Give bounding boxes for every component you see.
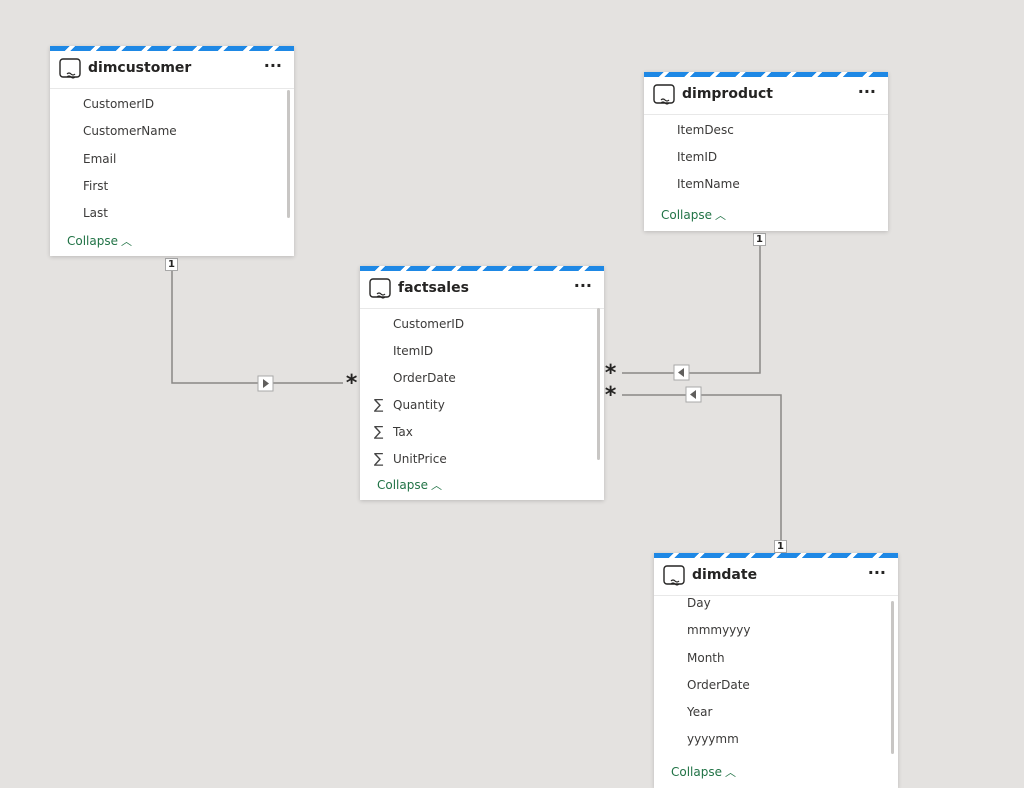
cardinality-one-badge: 1 xyxy=(774,540,787,553)
filter-direction-arrow-icon xyxy=(673,364,690,381)
collapse-label: Collapse xyxy=(377,478,428,492)
scrollbar[interactable] xyxy=(597,308,600,460)
cardinality-many-marker: * xyxy=(345,371,359,396)
collapse-label: Collapse xyxy=(671,765,722,779)
relationship-line-product-sales xyxy=(622,245,761,374)
field-item[interactable]: Last xyxy=(83,206,108,220)
card-header[interactable]: dimproduct ··· xyxy=(644,77,888,115)
chevron-up-icon: ︿ xyxy=(725,766,736,779)
collapse-label: Collapse xyxy=(67,234,118,248)
card-header[interactable]: dimcustomer ··· xyxy=(50,51,294,89)
field-item[interactable]: ItemID xyxy=(677,150,718,164)
collapse-button[interactable]: Collapse︿ xyxy=(67,233,132,249)
card-header-stripe xyxy=(654,553,898,558)
cardinality-one-badge: 1 xyxy=(165,258,178,271)
field-item[interactable]: ItemDesc xyxy=(677,123,734,137)
table-title: dimcustomer xyxy=(88,60,192,76)
chevron-up-icon: ︿ xyxy=(431,479,442,492)
relationship-line-customer-sales xyxy=(171,270,343,384)
card-header-stripe xyxy=(360,266,604,271)
field-label: UnitPrice xyxy=(393,452,447,466)
filter-direction-arrow-icon xyxy=(257,375,274,392)
more-options-icon[interactable]: ··· xyxy=(573,276,592,295)
table-title: factsales xyxy=(398,280,469,296)
cardinality-many-marker: * xyxy=(604,383,618,408)
field-item[interactable]: Month xyxy=(687,651,725,665)
field-item[interactable]: Day xyxy=(687,596,711,610)
field-item[interactable]: OrderDate xyxy=(687,678,750,692)
field-item[interactable]: yyyymm xyxy=(687,732,739,746)
collapse-button[interactable]: Collapse︿ xyxy=(671,764,736,780)
table-icon xyxy=(663,565,685,586)
field-item[interactable]: CustomerID xyxy=(393,317,465,331)
field-item-measure[interactable]: ∑ Tax xyxy=(374,424,413,445)
more-options-icon[interactable]: ··· xyxy=(263,56,282,75)
table-icon xyxy=(653,84,675,105)
field-label: Quantity xyxy=(393,398,445,412)
scrollbar[interactable] xyxy=(287,90,290,218)
table-card-factsales[interactable]: factsales ··· CustomerID ItemID OrderDat… xyxy=(360,266,604,500)
table-card-dimdate[interactable]: dimdate ··· Day mmmyyyy Month OrderDate … xyxy=(654,553,898,788)
field-item[interactable]: Year xyxy=(687,705,713,719)
card-header[interactable]: dimdate ··· xyxy=(654,558,898,596)
scrollbar[interactable] xyxy=(891,601,894,754)
collapse-label: Collapse xyxy=(661,208,712,222)
more-options-icon[interactable]: ··· xyxy=(867,563,886,582)
field-item[interactable]: First xyxy=(83,179,109,193)
field-label: Tax xyxy=(393,425,413,439)
sigma-icon: ∑ xyxy=(374,451,384,467)
filter-direction-arrow-icon xyxy=(685,386,702,403)
relationship-line-date-sales xyxy=(622,394,782,540)
table-card-dimcustomer[interactable]: dimcustomer ··· CustomerID CustomerName … xyxy=(50,46,294,256)
field-item-measure[interactable]: ∑ UnitPrice xyxy=(374,451,447,472)
card-header-stripe xyxy=(644,72,888,77)
cardinality-one-badge: 1 xyxy=(753,233,766,246)
field-item[interactable]: ItemName xyxy=(677,177,740,191)
field-item[interactable]: ItemID xyxy=(393,344,434,358)
cardinality-many-marker: * xyxy=(604,361,618,386)
chevron-up-icon: ︿ xyxy=(121,235,132,248)
field-item-measure[interactable]: ∑ Quantity xyxy=(374,397,445,418)
card-header[interactable]: factsales ··· xyxy=(360,271,604,309)
field-item[interactable]: Email xyxy=(83,152,117,166)
table-card-dimproduct[interactable]: dimproduct ··· ItemDesc ItemID ItemName … xyxy=(644,72,888,231)
table-icon xyxy=(59,58,81,79)
sigma-icon: ∑ xyxy=(374,397,384,413)
field-item[interactable]: CustomerID xyxy=(83,97,155,111)
field-item[interactable]: OrderDate xyxy=(393,371,456,385)
chevron-up-icon: ︿ xyxy=(715,209,726,222)
more-options-icon[interactable]: ··· xyxy=(857,82,876,101)
card-header-stripe xyxy=(50,46,294,51)
table-title: dimdate xyxy=(692,567,758,583)
sigma-icon: ∑ xyxy=(374,424,384,440)
table-icon xyxy=(369,278,391,299)
collapse-button[interactable]: Collapse︿ xyxy=(377,477,442,493)
table-title: dimproduct xyxy=(682,86,773,102)
collapse-button[interactable]: Collapse︿ xyxy=(661,207,726,223)
field-item[interactable]: CustomerName xyxy=(83,124,177,138)
field-item[interactable]: mmmyyyy xyxy=(687,623,751,637)
